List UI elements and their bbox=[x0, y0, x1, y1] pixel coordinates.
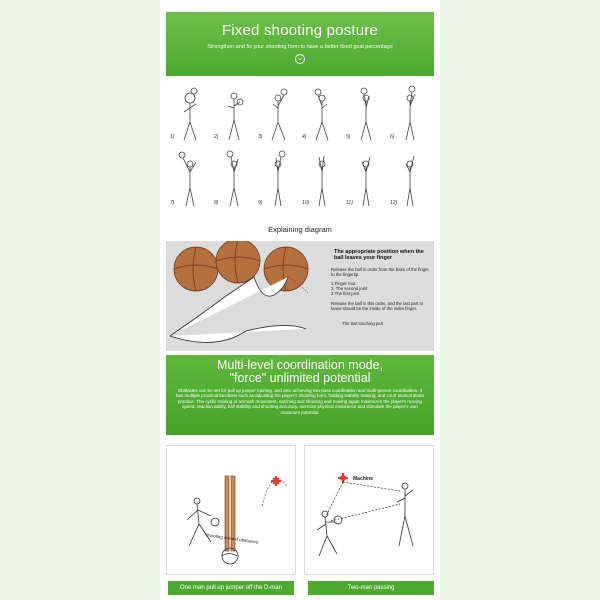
figure-label: 11) bbox=[346, 200, 353, 206]
figure-6: 6) bbox=[390, 84, 430, 144]
figure-label: 4) bbox=[302, 134, 307, 140]
coordination-section: Multi-level coordination mode, "force" u… bbox=[166, 355, 434, 435]
figure-label: 12) bbox=[390, 200, 398, 206]
hand-release-diagram: The appropriate position when the ball l… bbox=[166, 238, 434, 351]
figure-label: 1) bbox=[170, 134, 175, 140]
figure-label: 5) bbox=[346, 134, 351, 140]
machine-label: Machine bbox=[353, 476, 374, 482]
two-man-passing-panel: Machine bbox=[304, 445, 434, 575]
hand-paragraph-1: Release the ball in order from the base … bbox=[331, 267, 429, 277]
hand-title: The appropriate position when the ball l… bbox=[334, 249, 424, 261]
two-man-illustration bbox=[316, 473, 414, 557]
figure-12: 12) bbox=[390, 150, 430, 210]
pull-up-caption: One man pull up jumper off the D-man bbox=[168, 581, 294, 595]
figure-11: 11) bbox=[346, 150, 386, 210]
pull-up-illustration bbox=[186, 475, 288, 565]
figure-label: 9) bbox=[258, 200, 263, 206]
figure-3: 3) bbox=[258, 84, 298, 144]
figure-5: 5) bbox=[346, 84, 386, 144]
figure-9: 9) bbox=[258, 150, 298, 210]
coordination-title-line1: Multi-level coordination mode, bbox=[216, 358, 384, 372]
figure-7: 7) bbox=[170, 150, 210, 210]
hand-list-item-1: 1.Finger root bbox=[331, 281, 356, 286]
pull-up-jumper-panel: Shooting around obstacles bbox=[166, 445, 296, 575]
header-subtitle: Strengthen and fix your shooting form to… bbox=[207, 44, 393, 50]
hand-paragraph-2: Release the ball in this order, and the … bbox=[331, 301, 424, 311]
figure-4: 4) bbox=[302, 84, 342, 144]
last-touching-label: The last touching part bbox=[342, 321, 384, 326]
two-man-caption: Two-man passing bbox=[308, 581, 434, 595]
ball-hand-illustration bbox=[169, 238, 309, 343]
figure-10: 10) bbox=[302, 150, 342, 210]
shooting-sequence-grid: 1) 2) 3) 4) 5) 6) 7) 8) bbox=[168, 80, 432, 220]
figure-label: 2) bbox=[214, 134, 219, 140]
hand-list-item-3: 3.The first joint bbox=[331, 291, 360, 296]
figure-1: 1) bbox=[170, 84, 210, 144]
figure-label: 8) bbox=[214, 200, 219, 206]
shooting-posture-header: Fixed shooting posture Strengthen and fi… bbox=[166, 12, 434, 76]
figure-label: 10) bbox=[302, 200, 310, 206]
coordination-title-line2: "force" unlimited potential bbox=[229, 371, 371, 385]
explaining-diagram-caption: Explaining diagram bbox=[268, 225, 332, 234]
chevron-down-icon[interactable]: ⌄ bbox=[295, 54, 305, 64]
figure-8: 8) bbox=[214, 150, 254, 210]
hand-list-item-2: 2. The second joint bbox=[331, 286, 368, 291]
figure-2: 2) bbox=[214, 84, 254, 144]
product-page: Fixed shooting posture Strengthen and fi… bbox=[160, 0, 440, 600]
figure-label: 3) bbox=[258, 134, 263, 140]
figure-label: 7) bbox=[170, 200, 175, 206]
coordination-body: Obstacles can be set for pull up jumper … bbox=[176, 388, 424, 415]
figure-label: 6) bbox=[390, 134, 395, 140]
header-title: Fixed shooting posture bbox=[221, 22, 379, 39]
